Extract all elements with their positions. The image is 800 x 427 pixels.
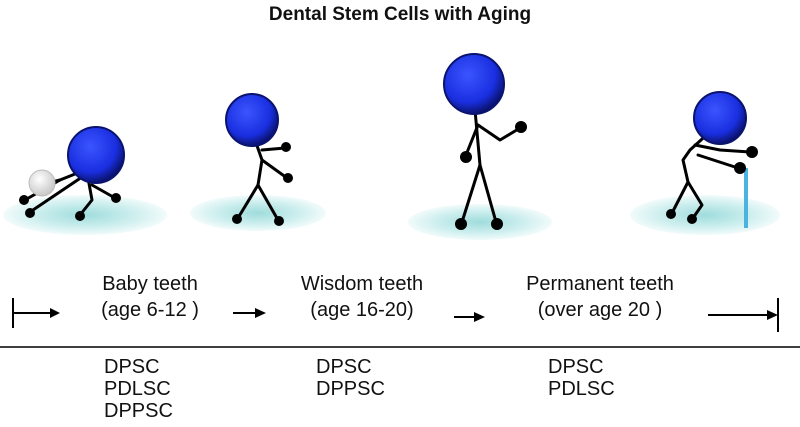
stage-age: (age 6-12 ) xyxy=(101,299,199,321)
stage-wisdom: Wisdom teeth (age 16-20) xyxy=(282,271,442,323)
head-adult xyxy=(443,53,505,115)
stage-baby: Baby teeth (age 6-12 ) xyxy=(75,271,225,323)
cells-wisdom: DPSC DPPSC xyxy=(316,356,385,400)
figure-child xyxy=(236,138,289,222)
cell-type: DPSC xyxy=(316,356,372,378)
cell-type: DPSC xyxy=(548,356,604,378)
cell-type: DPPSC xyxy=(316,378,385,400)
cell-type: DPSC xyxy=(104,356,160,378)
cell-type: DPPSC xyxy=(104,400,173,422)
figure-adult xyxy=(460,108,522,224)
ball-icon xyxy=(28,169,56,197)
cell-type: PDLSC xyxy=(104,378,171,400)
platform-adult xyxy=(408,204,552,240)
head-elder xyxy=(693,91,747,145)
stage-permanent: Permanent teeth (over age 20 ) xyxy=(500,271,700,323)
platform-child xyxy=(190,195,326,231)
stage-label: Permanent teeth xyxy=(526,273,674,295)
head-child xyxy=(225,93,279,147)
cells-permanent: DPSC PDLSC xyxy=(548,356,615,400)
figure-elder xyxy=(670,128,752,220)
diagram-title: Dental Stem Cells with Aging xyxy=(268,4,532,25)
platform-elder xyxy=(630,195,780,235)
stage-age: (over age 20 ) xyxy=(537,299,663,321)
head-baby xyxy=(67,126,125,184)
stage-label: Wisdom teeth xyxy=(300,273,424,295)
stage-label: Baby teeth xyxy=(102,273,198,295)
cells-baby: DPSC PDLSC DPPSC xyxy=(104,356,173,422)
cell-type: PDLSC xyxy=(548,378,615,400)
stage-age: (age 16-20) xyxy=(310,299,414,321)
platform-baby xyxy=(3,195,167,235)
